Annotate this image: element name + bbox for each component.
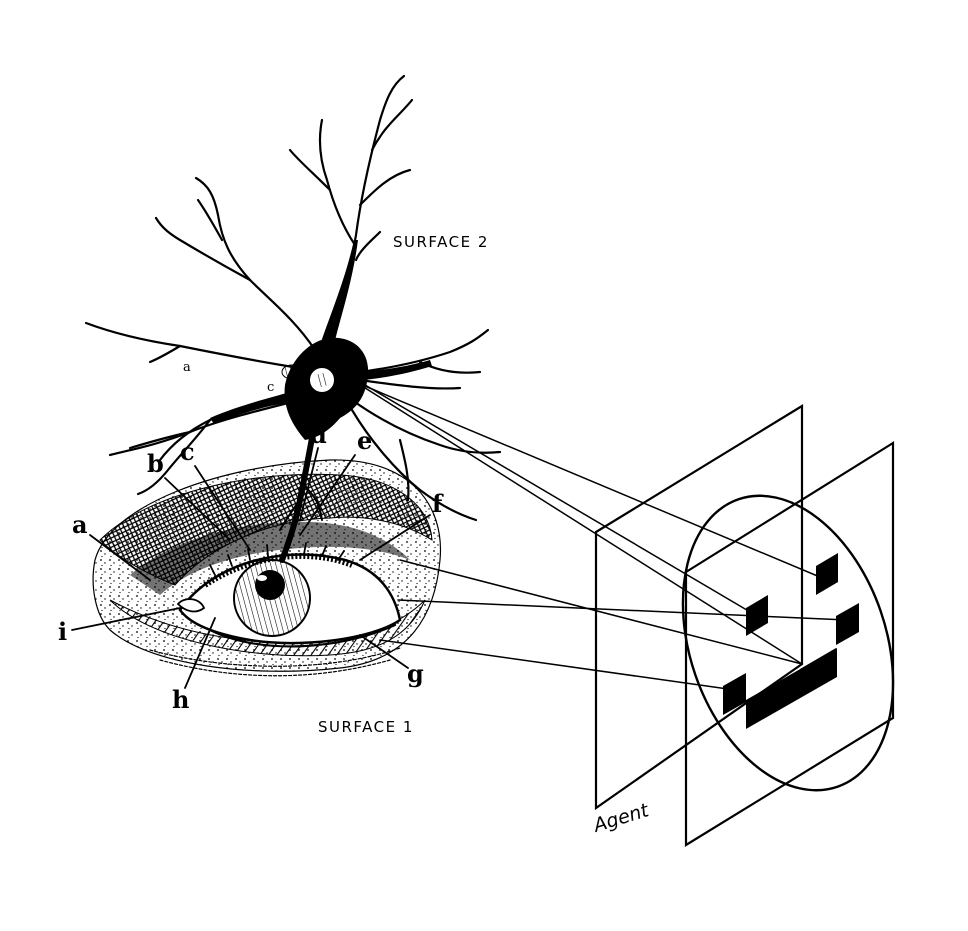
neuron-projection-lines: [359, 381, 828, 665]
eye-projection-lines: [379, 559, 848, 691]
eye-crease-shadow: [130, 521, 410, 595]
eye-letter-c: c: [180, 437, 195, 466]
neuron-trunk-right: [360, 360, 432, 380]
eye-highlight: [257, 575, 267, 581]
smiley-right-eye-pixel: [816, 553, 838, 595]
surface-2-label: SURFACE 2: [393, 233, 489, 251]
neuron-nucleolus: [315, 373, 329, 387]
neuron-illustration: [84, 74, 502, 563]
eye-leader-lines: [71, 447, 431, 689]
agent-panels: [359, 381, 895, 847]
neuron-letter-a: a: [183, 360, 191, 375]
eye-letter-a: a: [72, 510, 88, 539]
agent-back-panel: [594, 404, 804, 811]
eye-pupil: [255, 570, 285, 600]
eye-tear-duct: [176, 598, 206, 613]
eye-letter-b: b: [147, 449, 164, 478]
eye-letter-h: h: [172, 685, 189, 714]
smiley-mouth-right-pixel: [836, 603, 859, 645]
agent-label: Agent: [589, 799, 653, 838]
eye-letter-d: d: [310, 420, 327, 449]
neuron-satellite-cell: [281, 364, 303, 380]
neuron-trunk-upper: [320, 240, 358, 345]
eye-illustration: [92, 459, 442, 677]
eye-letter-e: e: [357, 426, 372, 455]
neuron-letter-c: c: [267, 380, 274, 395]
neuron-dendrites: [84, 74, 502, 522]
smiley-mouth-center-pixel: [800, 648, 836, 686]
eye-letter-f: f: [432, 489, 444, 518]
surface-1-label: SURFACE 1: [318, 718, 414, 736]
neuron-trunk-left: [210, 392, 296, 424]
eye-upper-lashes: [203, 552, 354, 588]
eye-letter-i: i: [58, 617, 67, 646]
smiley-face-outline: [681, 494, 895, 792]
agent-front-panel: [684, 441, 895, 847]
smiley-mouth-left-pixel: [723, 673, 746, 715]
eye-letter-g: g: [407, 659, 424, 688]
